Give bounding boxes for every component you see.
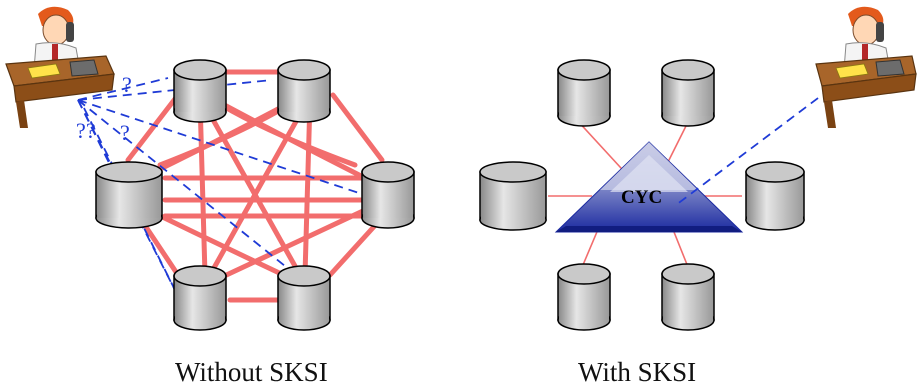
database-icon [661,263,715,331]
database-icon [173,265,227,331]
database-icon [361,161,415,229]
cyc-pyramid-icon: CYC [554,141,744,233]
question-mark-3: ? [86,118,96,143]
database-icon [479,161,547,231]
database-icon [557,59,611,127]
right-query-line [675,79,843,206]
database-icon [277,59,331,123]
database-icon [173,59,227,123]
caption-without-sksi: Without SKSI [175,357,328,387]
hub-label: CYC [621,187,662,208]
database-icon [95,161,163,229]
database-icon [557,263,611,331]
person-at-desk-phone-icon [5,6,115,128]
database-icon [277,265,331,331]
right-panel: CYC [479,6,917,387]
database-icon [745,161,805,231]
left-links [125,69,385,303]
person-at-desk-phone-icon [815,6,917,128]
question-mark-4: ? [120,120,130,145]
caption-with-sksi: With SKSI [578,357,696,387]
question-mark-2: ? [76,118,86,143]
left-panel: ? ? ? ? [5,6,415,387]
question-mark-1: ? [122,72,132,97]
database-icon [661,59,715,127]
